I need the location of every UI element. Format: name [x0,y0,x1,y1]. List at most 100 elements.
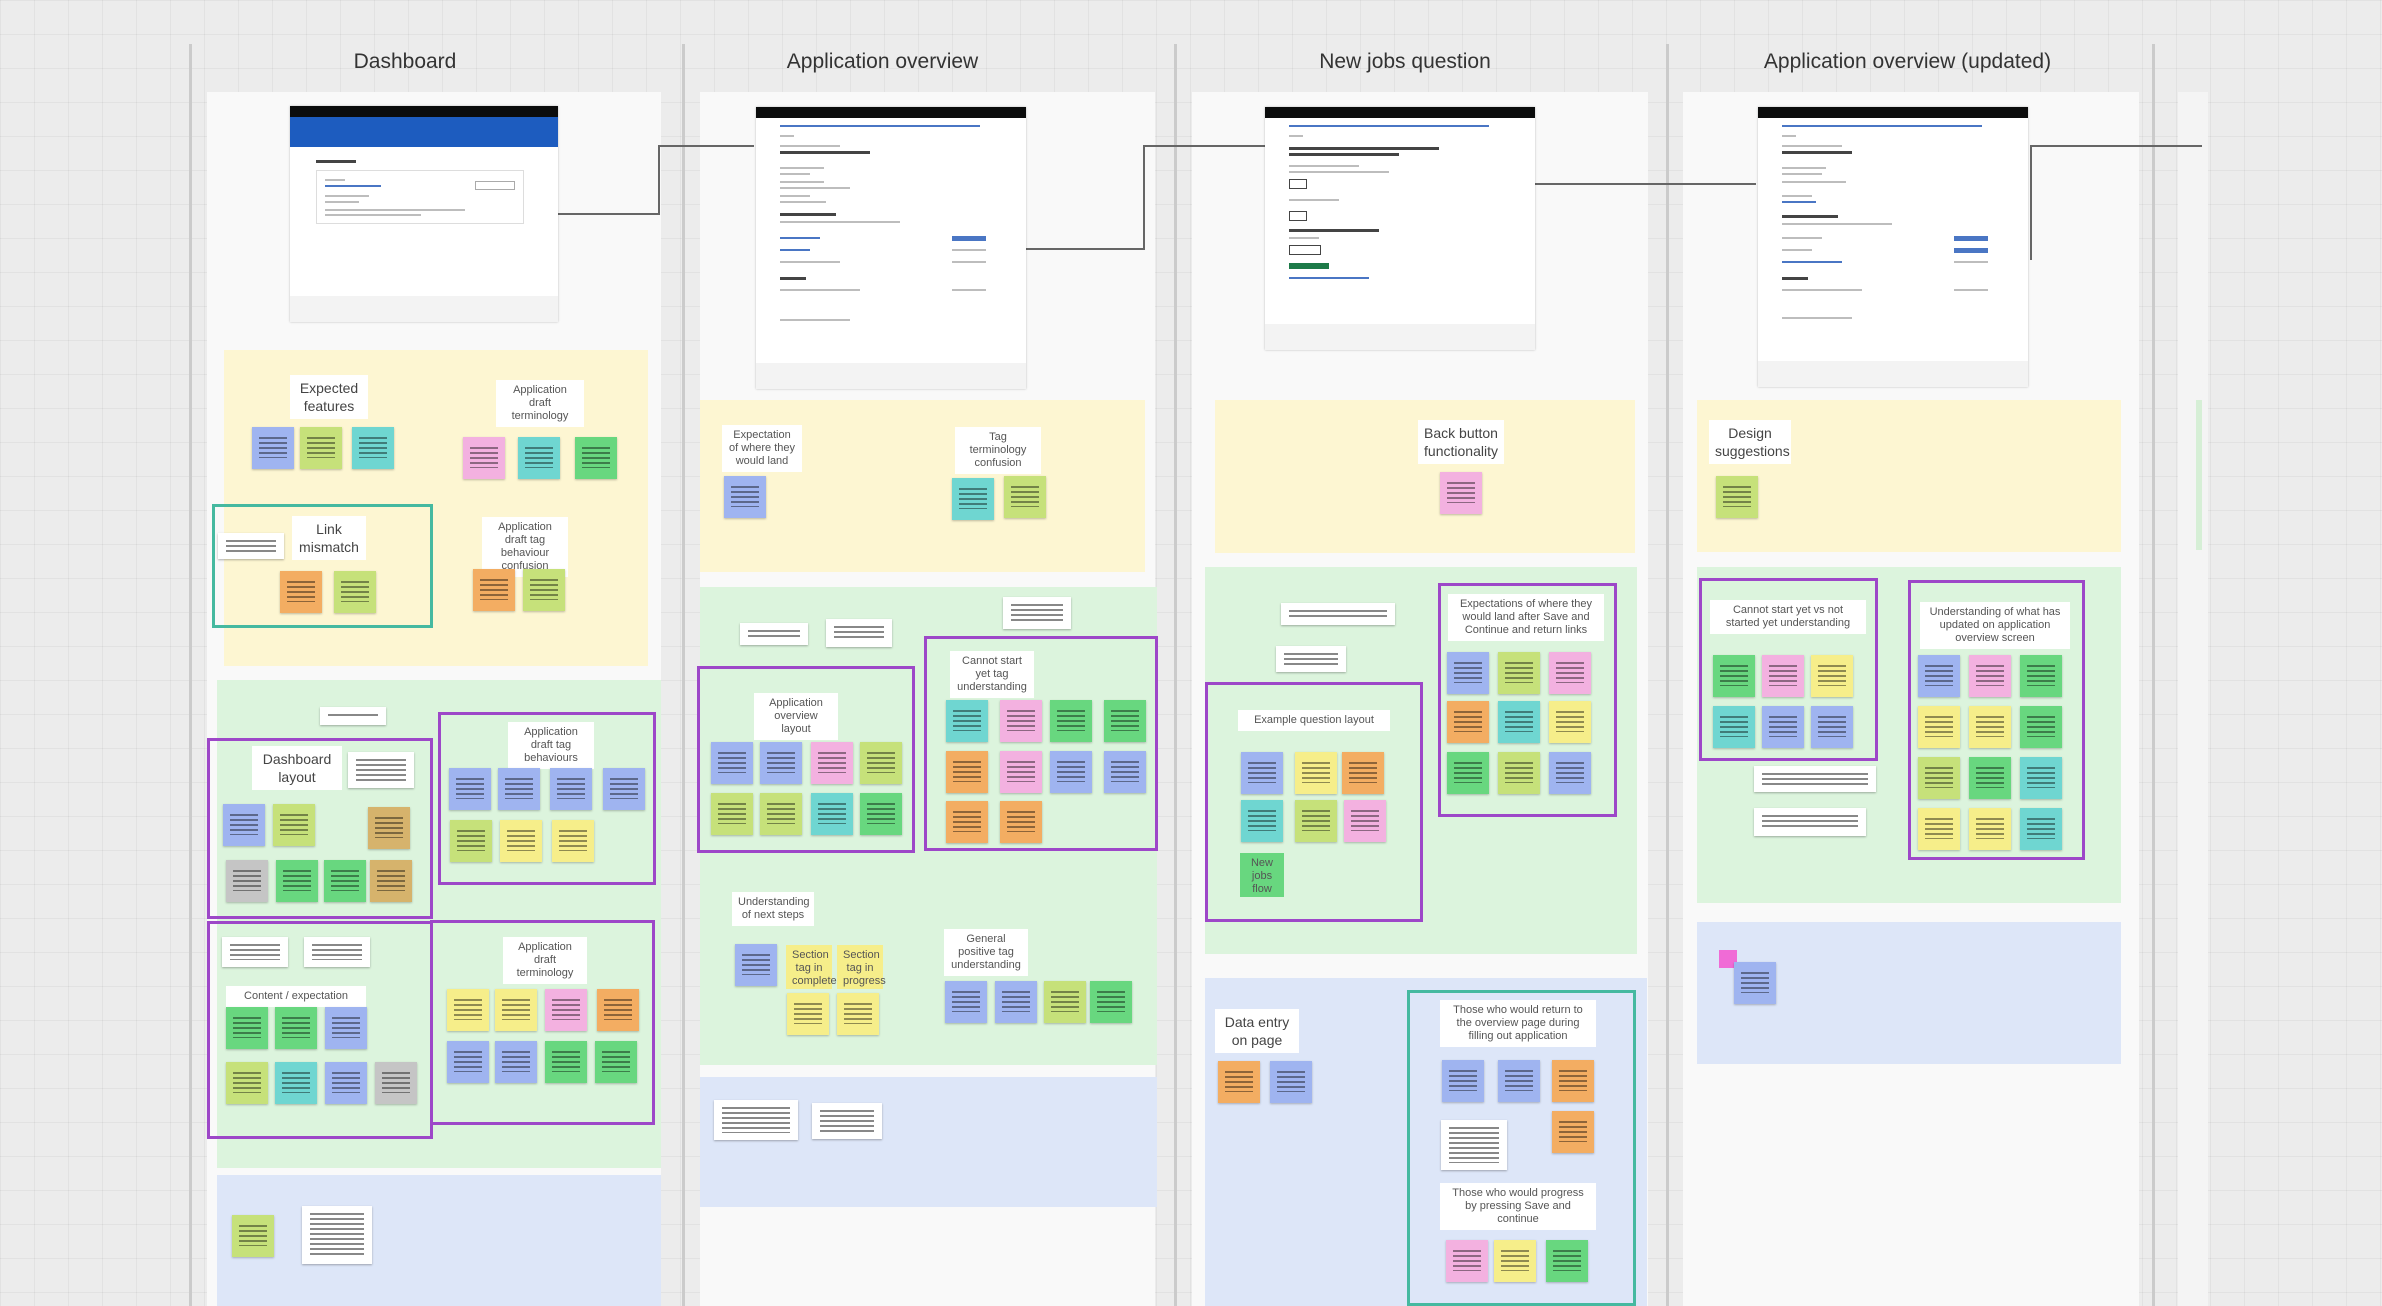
sticky-note[interactable] [1494,1240,1536,1282]
sticky-note[interactable] [1552,1060,1594,1102]
sticky-note[interactable] [325,1007,367,1049]
cluster-label[interactable]: Understanding of next steps [732,892,814,926]
sticky-note[interactable] [946,700,988,742]
sticky-note[interactable] [711,742,753,784]
sticky-note[interactable] [760,742,802,784]
column-title-new-jobs-question[interactable]: New jobs question [1319,50,1491,73]
sticky-note[interactable] [226,860,268,902]
sticky-note[interactable] [1000,801,1042,843]
sticky-note[interactable] [1713,655,1755,697]
sticky-note[interactable] [811,793,853,835]
sticky-note[interactable] [550,768,592,810]
sticky-note[interactable] [1969,757,2011,799]
sticky-note[interactable] [945,981,987,1023]
sticky-note[interactable] [1044,981,1086,1023]
cluster-label[interactable]: Those who would progress by pressing Sav… [1440,1183,1596,1230]
cluster-label[interactable]: Section tag in complete [786,945,837,989]
sticky-note[interactable] [1762,655,1804,697]
sticky-note[interactable] [280,571,322,613]
sticky-note[interactable] [449,768,491,810]
text-note[interactable] [740,623,808,645]
text-note[interactable] [714,1100,798,1140]
sticky-note[interactable] [603,768,645,810]
sticky-note[interactable] [450,820,492,862]
text-note[interactable] [304,937,370,967]
sticky-note[interactable] [595,1041,637,1083]
text-note[interactable] [812,1103,882,1139]
sticky-note[interactable] [1218,1061,1260,1103]
column-title-application-overview-updated[interactable]: Application overview (updated) [1763,50,2052,73]
cluster-label[interactable]: Expected features [290,375,368,419]
sticky-note[interactable] [1442,1060,1484,1102]
pink-marker[interactable] [1719,950,1737,968]
sticky-note[interactable] [1734,962,1776,1004]
sticky-note[interactable] [276,860,318,902]
sticky-note[interactable] [552,820,594,862]
sticky-note[interactable] [1241,752,1283,794]
sticky-note[interactable] [1918,808,1960,850]
sticky-note[interactable] [1270,1061,1312,1103]
sticky-note[interactable] [1549,752,1591,794]
cluster-label[interactable]: Data entry on page [1215,1009,1299,1053]
text-note[interactable] [320,707,386,725]
sticky-note[interactable] [724,476,766,518]
sticky-note[interactable] [1969,808,2011,850]
text-note[interactable] [1754,766,1876,792]
cluster-label[interactable]: Cannot start yet vs not started yet unde… [1710,600,1866,634]
cluster-label[interactable]: New jobs flow [1240,853,1284,897]
cluster-label[interactable]: Content / expectation [226,986,366,1007]
sticky-note[interactable] [1446,1240,1488,1282]
sticky-note[interactable] [273,804,315,846]
sticky-note[interactable] [760,793,802,835]
sticky-note[interactable] [1295,752,1337,794]
sticky-note[interactable] [1716,476,1758,518]
sticky-note[interactable] [1050,751,1092,793]
cluster-label[interactable]: Understanding of what has updated on app… [1920,602,2070,649]
column-title-application-overview[interactable]: Application overview [786,50,979,73]
sticky-note[interactable] [545,989,587,1031]
sticky-note[interactable] [1498,652,1540,694]
sticky-note[interactable] [2020,706,2062,748]
cluster-label[interactable]: Link mismatch [292,516,366,560]
sticky-note[interactable] [1090,981,1132,1023]
sticky-note[interactable] [597,989,639,1031]
sticky-note[interactable] [1344,800,1386,842]
cluster-label[interactable]: Tag terminology confusion [955,427,1041,474]
sticky-note[interactable] [447,989,489,1031]
sticky-note[interactable] [1104,700,1146,742]
sticky-note[interactable] [735,944,777,986]
sticky-note[interactable] [500,820,542,862]
cluster-label[interactable]: Application draft tag behaviours [508,722,594,769]
sticky-note[interactable] [1447,701,1489,743]
screen-application-overview-updated[interactable] [1758,107,2028,387]
text-note[interactable] [1276,646,1346,672]
sticky-note[interactable] [946,801,988,843]
cluster-label[interactable]: Section tag in progress [837,945,886,989]
sticky-note[interactable] [1918,757,1960,799]
sticky-note[interactable] [275,1062,317,1104]
cluster-label[interactable]: Dashboard layout [252,746,342,790]
sticky-note[interactable] [1811,655,1853,697]
sticky-note[interactable] [252,427,294,469]
sticky-note[interactable] [1811,706,1853,748]
sticky-note[interactable] [711,793,753,835]
sticky-note[interactable] [325,1062,367,1104]
sticky-note[interactable] [368,807,410,849]
sticky-note[interactable] [1498,1060,1540,1102]
sticky-note[interactable] [1241,800,1283,842]
sticky-note[interactable] [1762,706,1804,748]
sticky-note[interactable] [495,989,537,1031]
sticky-note[interactable] [811,742,853,784]
sticky-note[interactable] [1000,700,1042,742]
sticky-note[interactable] [275,1007,317,1049]
sticky-note[interactable] [1498,752,1540,794]
cluster-label[interactable]: Expectation of where they would land [722,425,802,472]
sticky-note[interactable] [1447,652,1489,694]
sticky-note[interactable] [1498,701,1540,743]
sticky-note[interactable] [232,1215,274,1257]
sticky-note[interactable] [1552,1111,1594,1153]
sticky-note[interactable] [545,1041,587,1083]
sticky-note[interactable] [463,437,505,479]
text-note[interactable] [1754,808,1866,836]
sticky-note[interactable] [1969,655,2011,697]
